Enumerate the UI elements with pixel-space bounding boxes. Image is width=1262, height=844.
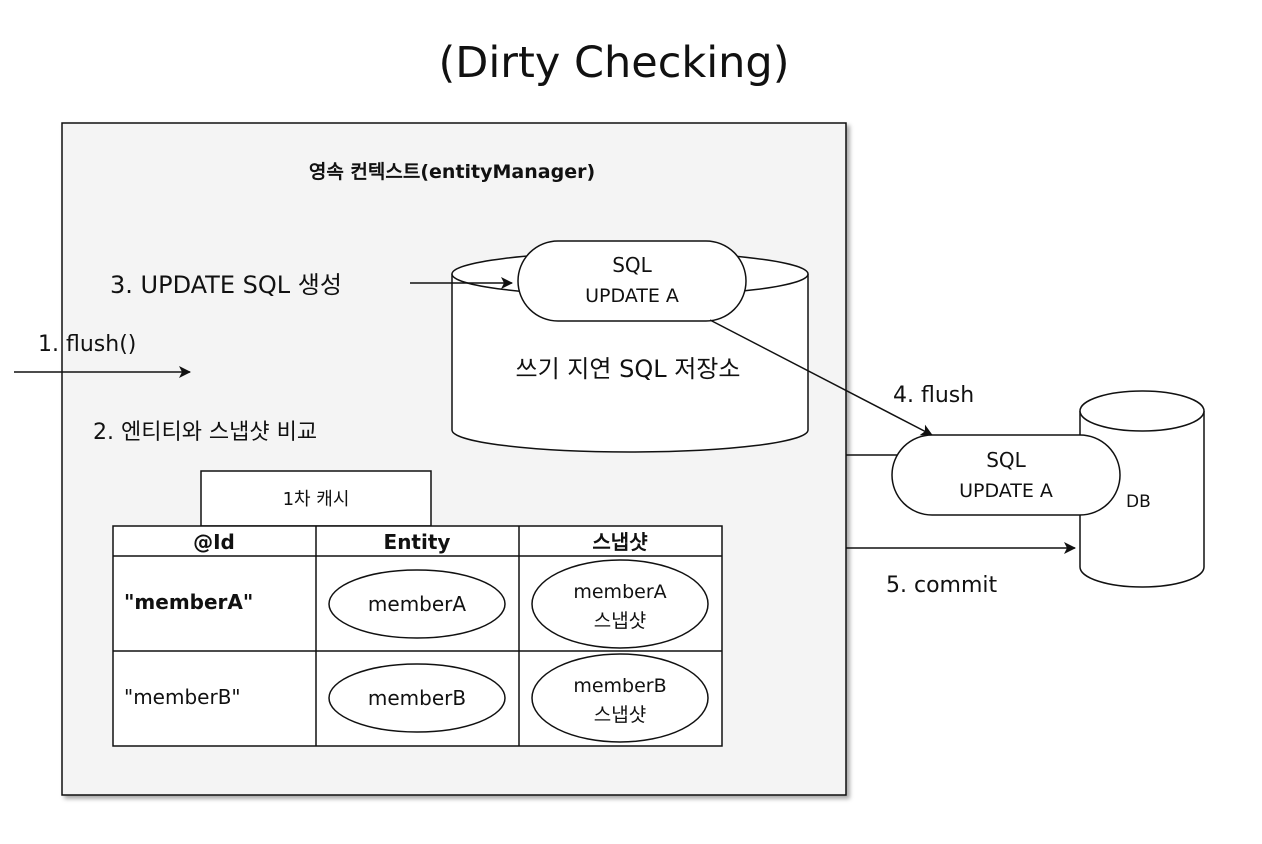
column-header-entity: Entity xyxy=(384,530,451,554)
sent-query-box: SQL UPDATE A xyxy=(891,434,1121,516)
snapshot-label: 스냅샷 xyxy=(594,610,646,632)
entity-name: memberB xyxy=(368,686,466,710)
sql-store-query-box: SQL UPDATE A xyxy=(517,240,747,322)
sql-store-label: 쓰기 지연 SQL 저장소 xyxy=(516,355,741,383)
column-header-id: @Id xyxy=(193,530,235,554)
cache-label: 1차 캐시 xyxy=(283,489,350,510)
entity-name: memberA xyxy=(368,592,466,616)
sent-query-body: UPDATE A xyxy=(959,480,1053,502)
column-header-snapshot: 스냅샷 xyxy=(592,530,648,554)
sql-store-query-title: SQL xyxy=(612,253,652,277)
sent-query-title: SQL xyxy=(986,448,1026,472)
cache-table: @Id Entity 스냅샷 "memberA" memberA memberA… xyxy=(112,525,723,747)
diagram-title: (Dirty Checking) xyxy=(438,38,789,88)
snapshot-label: 스냅샷 xyxy=(594,704,646,726)
step-flush-label: 4. flush xyxy=(893,383,974,408)
table-row: "memberA" memberA memberA 스냅샷 xyxy=(124,559,709,649)
step-commit-label: 5. commit xyxy=(886,573,998,598)
snapshot-name: memberA xyxy=(573,581,666,603)
snapshot-ellipse xyxy=(531,559,709,649)
entity-ellipse xyxy=(328,663,506,733)
table-row: "memberB" memberB memberB 스냅샷 xyxy=(124,653,709,743)
entity-ellipse xyxy=(328,569,506,639)
row-id-cell: "memberB" xyxy=(124,685,241,709)
flush-arrow xyxy=(709,319,933,436)
cache-label-box xyxy=(200,470,432,527)
snapshot-name: memberB xyxy=(573,675,666,697)
step-update-sql-label: 3. UPDATE SQL 생성 xyxy=(110,271,342,299)
step-flush-call-label: 1. flush() xyxy=(38,332,136,357)
persistence-context-label: 영속 컨텍스트(entityManager) xyxy=(309,161,595,183)
snapshot-ellipse xyxy=(531,653,709,743)
sql-store-query-body: UPDATE A xyxy=(585,285,679,307)
step-compare-label: 2. 엔티티와 스냅샷 비교 xyxy=(93,420,317,445)
row-id-cell: "memberA" xyxy=(124,590,253,614)
db-label: DB xyxy=(1126,492,1151,512)
